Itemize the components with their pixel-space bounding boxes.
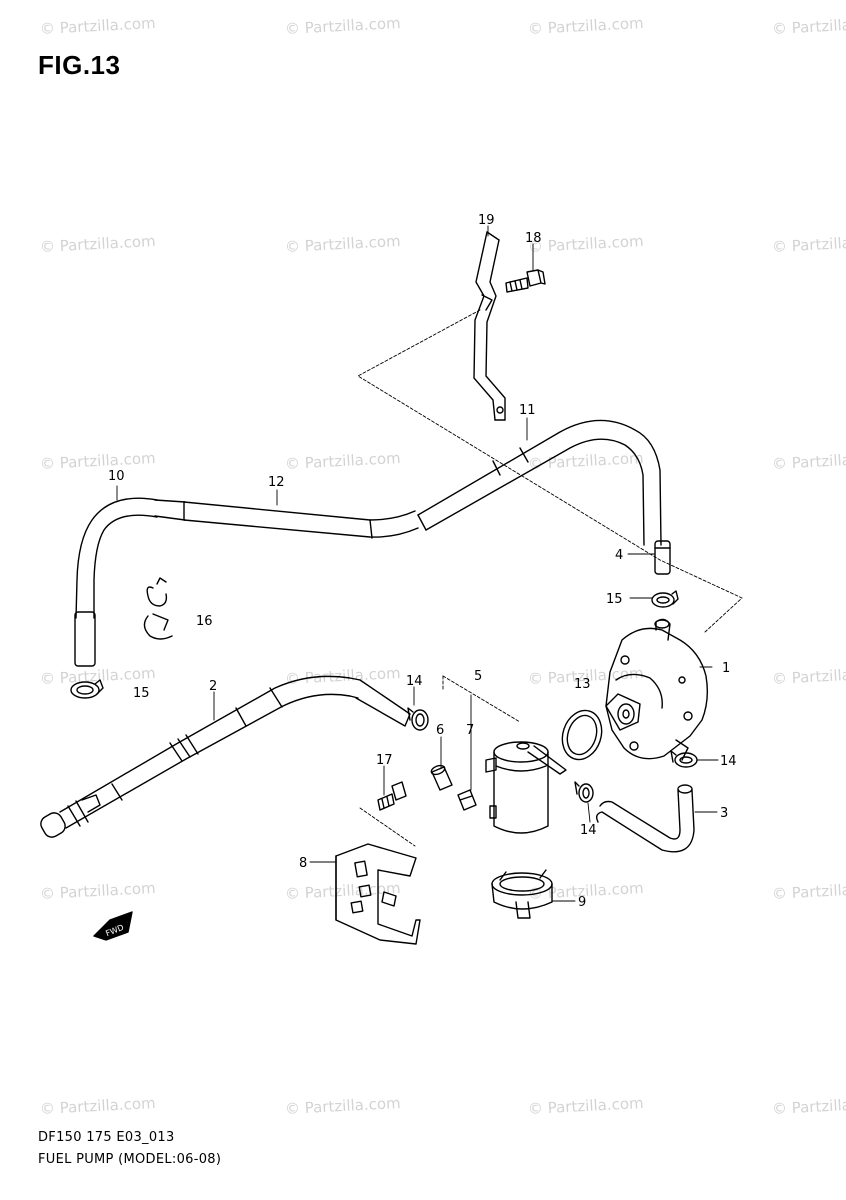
part-7-clamp xyxy=(457,789,477,811)
part-15-clamp-right xyxy=(651,590,679,608)
callout-1: 1 xyxy=(722,661,730,676)
part-9-band-clamp xyxy=(491,869,553,919)
assembly-guide-lines xyxy=(357,309,743,847)
part-6-hose xyxy=(430,764,453,791)
callout-12: 12 xyxy=(268,475,285,490)
callout-6: 6 xyxy=(436,723,444,738)
callout-18: 18 xyxy=(525,231,542,246)
callout-16: 16 xyxy=(196,614,213,629)
part-14-clamp-right xyxy=(670,750,698,768)
part-14-clamp-mid xyxy=(574,781,594,803)
part-19-bracket xyxy=(473,231,506,421)
callout-15-left: 15 xyxy=(133,686,150,701)
callout-8: 8 xyxy=(299,856,307,871)
part-16-clip xyxy=(143,577,173,640)
part-11-hose xyxy=(417,419,662,546)
part-10-hose xyxy=(74,497,158,667)
callout-3: 3 xyxy=(720,806,728,821)
part-4-hose xyxy=(654,540,671,575)
callout-19: 19 xyxy=(478,213,495,228)
diagram-caption: FUEL PUMP (MODEL:06-08) xyxy=(38,1152,222,1167)
callout-10: 10 xyxy=(108,469,125,484)
callout-14-right: 14 xyxy=(720,754,737,769)
leader-lines xyxy=(116,225,719,902)
part-1-fuel-pump xyxy=(605,618,709,761)
figure-title: FIG.13 xyxy=(38,50,121,80)
callout-17: 17 xyxy=(376,753,393,768)
callout-7: 7 xyxy=(466,723,474,738)
callout-13: 13 xyxy=(574,677,591,692)
part-12-hose xyxy=(154,499,419,539)
part-8-bracket xyxy=(335,843,421,945)
part-2-hose xyxy=(40,675,411,838)
callout-15-right: 15 xyxy=(606,592,623,607)
fwd-arrow-icon: FWD xyxy=(93,911,133,941)
part-14-clamp-upper xyxy=(407,707,429,731)
part-5-fuel-filter xyxy=(485,741,567,834)
diagram-code: DF150 175 E03_013 xyxy=(38,1130,175,1145)
callout-14-upper: 14 xyxy=(406,674,423,689)
callout-2: 2 xyxy=(209,679,217,694)
callout-5: 5 xyxy=(474,669,482,684)
part-18-bolt xyxy=(505,269,546,293)
part-15-clamp-left xyxy=(70,679,104,699)
part-17-bolt xyxy=(377,781,407,811)
callout-11: 11 xyxy=(519,403,536,418)
part-13-o-ring xyxy=(561,709,603,761)
callout-14-mid: 14 xyxy=(580,823,597,838)
callout-4: 4 xyxy=(615,548,623,563)
callout-9: 9 xyxy=(578,895,586,910)
part-3-hose xyxy=(595,784,695,853)
